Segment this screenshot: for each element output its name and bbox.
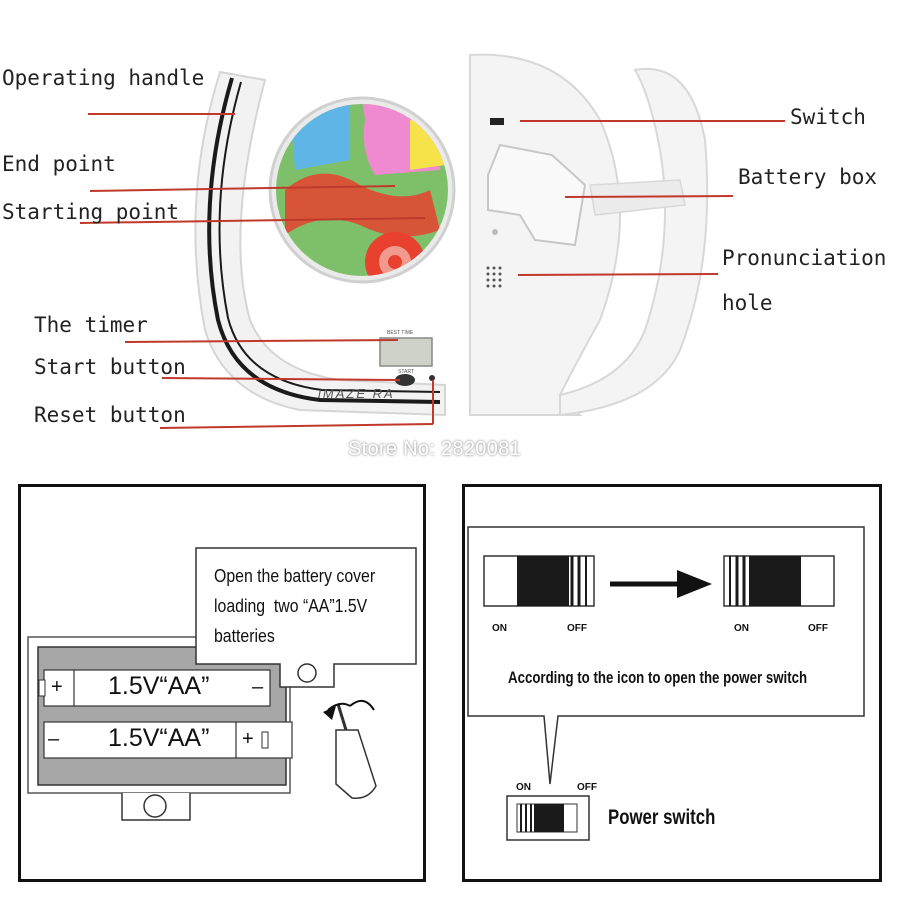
pronunciation-hole-graphic [486, 266, 502, 288]
power-switch-on-label: ON [516, 782, 531, 793]
reset-button-graphic [429, 375, 435, 381]
label-operating-handle: Operating handle [2, 66, 205, 90]
label-reset-button: Reset button [34, 403, 186, 427]
brand-logo: iMAZE RA [318, 386, 395, 401]
power-switch-graphic [490, 118, 504, 125]
label-battery-box: Battery box [738, 165, 878, 189]
power-switch-label: Power switch [608, 806, 716, 829]
battery-diagram [27, 547, 417, 821]
label-switch: Switch [790, 105, 866, 129]
battery-compartment [37, 646, 287, 786]
start-button-graphic [395, 374, 415, 386]
operating-handle-stripe [207, 77, 441, 404]
maze-red-track [285, 173, 440, 237]
battery-1-label: 1.5V“AA” [108, 672, 210, 700]
leader-lines [79, 113, 785, 429]
front-wheel: BEST TIME START iMAZE RA [194, 70, 456, 417]
battery-cover [195, 547, 417, 688]
switch2-on-label: ON [734, 623, 749, 634]
battery-2-minus: – [48, 728, 60, 750]
power-switch-off-label: OFF [577, 782, 597, 793]
screwdriver-icon [323, 699, 377, 799]
label-timer: The timer [34, 313, 148, 337]
label-pronunciation-hole: hole [722, 291, 773, 315]
back-wheel [469, 53, 709, 417]
svg-text:START: START [398, 369, 414, 375]
label-end-point: End point [2, 152, 116, 176]
battery-instruction-1: Open the battery cover [214, 566, 376, 586]
battery-1-plus: + [51, 676, 63, 698]
store-watermark: Store No: 2820081 [348, 438, 522, 460]
switch2-off-label: OFF [808, 623, 828, 634]
best-time-label: BEST TIME [387, 330, 414, 336]
battery-2-plus: + [242, 728, 254, 750]
switch-instruction: According to the icon to open the power … [508, 668, 808, 687]
battery-2-label: 1.5V“AA” [108, 724, 210, 752]
switch1-off-label: OFF [567, 623, 587, 634]
battery-instruction-2: loading two “AA”1.5V [214, 596, 368, 616]
label-pronunciation: Pronunciation [722, 246, 887, 270]
timer-display [379, 337, 433, 367]
switch1-on-label: ON [492, 623, 507, 634]
battery-box-graphic [487, 143, 587, 247]
device-illustration: BEST TIME START iMAZE RA [79, 53, 785, 429]
battery-instruction-3: batteries [214, 626, 275, 646]
label-starting-point: Starting point [2, 200, 180, 224]
switch-diagram [467, 526, 865, 841]
battery-2 [43, 721, 293, 759]
label-start-button: Start button [34, 355, 186, 379]
battery-1-minus: – [252, 676, 264, 698]
